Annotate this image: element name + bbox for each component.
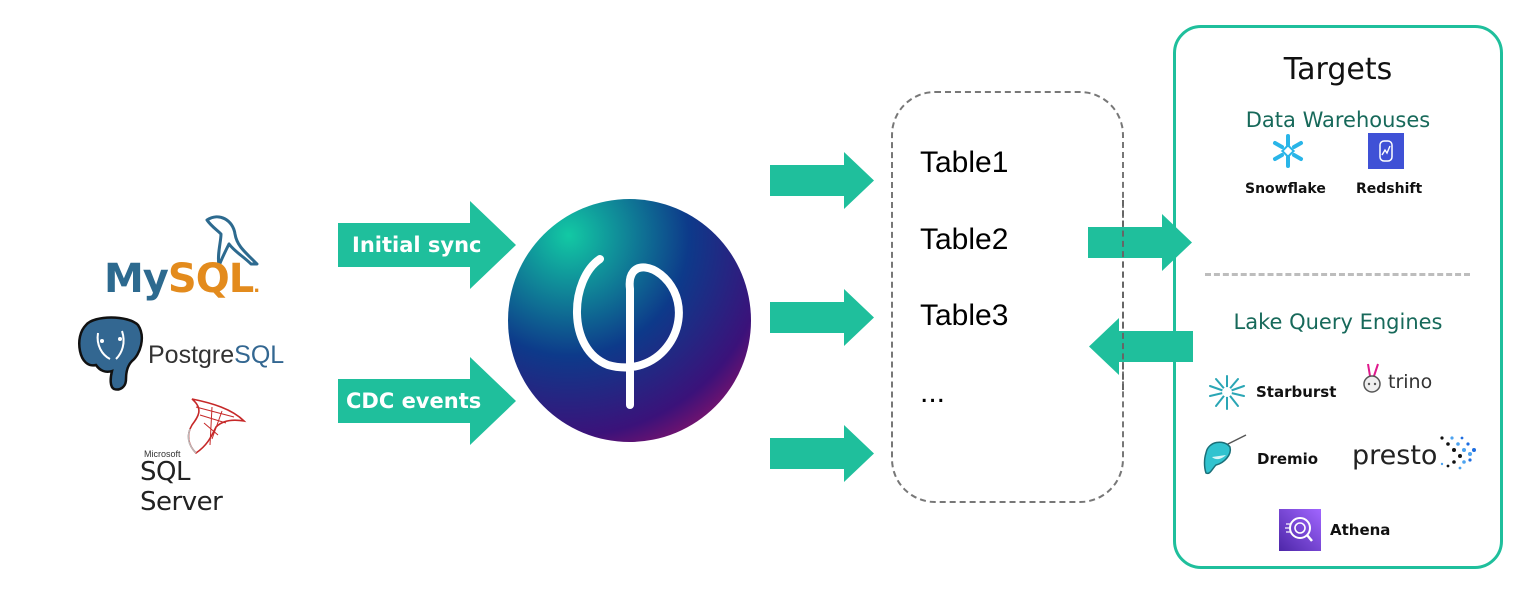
presto-item: presto: [1352, 432, 1482, 476]
sqlserver-brand: Microsoft: [144, 449, 181, 459]
trino-item: trino: [1360, 362, 1450, 402]
athena-label: Athena: [1330, 521, 1391, 539]
initial-sync-label: Initial sync: [352, 233, 482, 257]
starburst-label: Starburst: [1256, 383, 1337, 401]
trino-label: trino: [1388, 371, 1433, 393]
mysql-logo: MySQL.: [104, 210, 274, 305]
mysql-name-sql: SQL: [167, 256, 254, 302]
engine-logo: [508, 199, 751, 442]
from-lake-engines-arrow: [1089, 318, 1193, 375]
redshift-icon: [1368, 133, 1404, 169]
starburst-item: Starburst: [1208, 372, 1338, 412]
data-warehouses-heading: Data Warehouses: [1245, 108, 1431, 132]
cdc-events-label: CDC events: [346, 389, 482, 413]
table-arrow-3: [770, 425, 874, 482]
presto-label: presto: [1352, 440, 1438, 471]
mysql-name-my: My: [104, 256, 169, 302]
athena-item: Athena: [1279, 509, 1409, 551]
snowflake-label: Snowflake: [1245, 181, 1326, 197]
table-arrow-2: [770, 289, 874, 346]
sqlserver-logo: Microsoft SQL Server: [140, 395, 270, 517]
sqlserver-name: SQL Server: [140, 457, 223, 517]
athena-icon: [1279, 509, 1321, 551]
dremio-item: Dremio: [1202, 433, 1332, 481]
tables-border-overlay: [1122, 200, 1124, 390]
table-item: Table2: [920, 223, 1009, 256]
table-item: Table1: [920, 146, 1009, 179]
targets-container: Targets Data Warehouses Lake Query Engin…: [1173, 25, 1503, 569]
table-item: Table3: [920, 299, 1009, 332]
postgresql-logo: PostgreSQL: [76, 315, 296, 395]
dremio-icon: [1203, 434, 1247, 475]
snowflake-icon: [1273, 134, 1303, 168]
postgresql-elephant-icon: [78, 316, 143, 391]
presto-icon: [1440, 436, 1476, 470]
targets-title: Targets: [1283, 52, 1393, 87]
cdc-events-arrow: CDC events: [338, 357, 516, 445]
snowflake-item: Snowflake: [1240, 133, 1335, 203]
table-item-ellipsis: ...: [920, 376, 946, 409]
redshift-label: Redshift: [1356, 181, 1423, 197]
redshift-item: Redshift: [1352, 133, 1432, 203]
postgresql-name-sql: SQL: [234, 341, 285, 369]
postgresql-name-postgre: Postgre: [148, 341, 235, 369]
starburst-icon: [1209, 375, 1245, 410]
initial-sync-arrow: Initial sync: [338, 201, 516, 289]
mysql-dot: .: [253, 276, 260, 297]
trino-icon: [1363, 363, 1381, 393]
targets-divider: [1205, 273, 1470, 276]
sqlserver-icon: [187, 398, 247, 455]
mysql-dolphin-icon: [205, 215, 259, 268]
to-warehouses-arrow: [1088, 214, 1192, 271]
lake-query-engines-heading: Lake Query Engines: [1233, 310, 1443, 334]
table-arrow-1: [770, 152, 874, 209]
dremio-label: Dremio: [1257, 450, 1319, 468]
